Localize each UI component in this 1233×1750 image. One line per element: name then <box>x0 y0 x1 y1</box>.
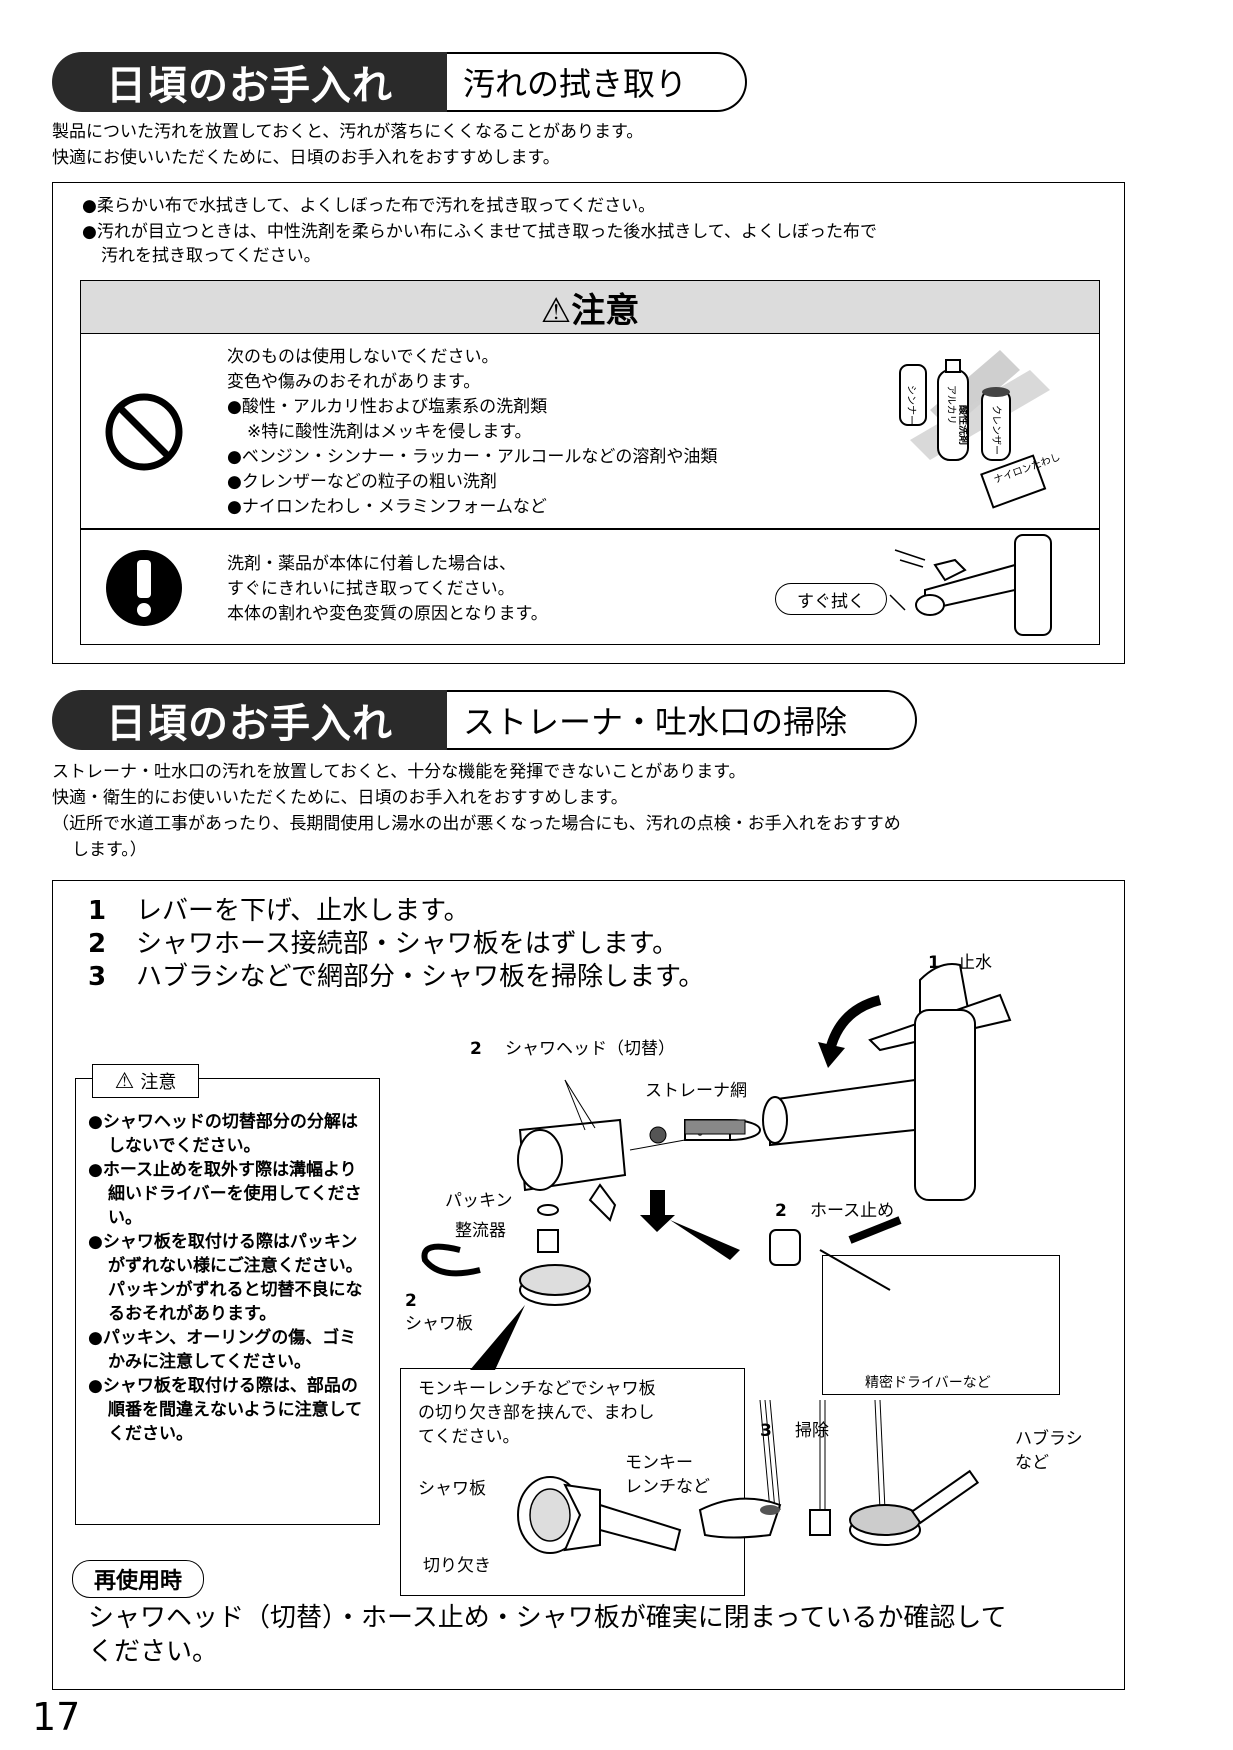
page-number: 17 <box>32 1695 81 1739</box>
label-head-num: 2 <box>470 1039 482 1059</box>
caution-item-5: ●シャワ板を取付ける際は、部品の順番を間違えないように注意してください。 <box>88 1376 363 1444</box>
label-hose-stopper-num: 2 <box>775 1201 787 1221</box>
bottle-label-cleanser: クレンザー <box>990 405 1002 455</box>
small-caution-box <box>75 1078 380 1525</box>
caution-item-3: ●シャワ板を取付ける際はパッキンがずれない様にご注意ください。パッキンがずれると… <box>88 1232 363 1324</box>
section1-title: 日頃のお手入れ <box>52 52 447 112</box>
label-hose-stopper: ホース止め <box>810 1201 895 1221</box>
section1-intro-line2: 快適にお使いいただくために、日頃のお手入れをおすすめします。 <box>52 148 560 168</box>
section1-bullet1: ●柔らかい布で水拭きして、よくしぼった布で汚れを拭き取ってください。 <box>82 196 656 216</box>
prohibit-line-6: ●クレンザーなどの粒子の粗い洗剤 <box>227 472 497 492</box>
caution-item-4: ●パッキン、オーリングの傷、ゴミかみに注意してください。 <box>88 1328 357 1372</box>
section2-intro-line4: します。） <box>72 840 147 860</box>
mandatory-exclamation-icon <box>106 550 182 626</box>
label-plate-num: 2 <box>405 1291 417 1311</box>
caution-item-2: ●ホース止めを取外す際は溝幅より細いドライバーを使用してください。 <box>88 1160 362 1228</box>
prohibit-line-4: ※特に酸性洗剤はメッキを侵します。 <box>247 422 532 442</box>
warning-triangle-icon: ⚠ <box>114 1068 135 1094</box>
wrench-text-3: てください。 <box>418 1427 520 1447</box>
prohibit-line-7: ●ナイロンたわし・メラミンフォームなど <box>227 497 547 517</box>
wipe-tag: すぐ拭く <box>775 583 887 615</box>
wrench-box <box>400 1368 745 1596</box>
wrench-illustration <box>517 1476 682 1554</box>
caution-heading: ⚠注意 <box>81 281 1099 334</box>
caution-table <box>80 280 1100 645</box>
mandatory-line-2: すぐにきれいに拭き取ってください。 <box>227 579 515 599</box>
step-1: 1 レバーを下げ、止水します。 <box>88 895 470 927</box>
label-brush-2: など <box>1015 1453 1049 1473</box>
section1-bullet2-cont: 汚れを拭き取ってください。 <box>101 246 321 266</box>
bottle-label-thinner: シンナー <box>905 385 917 425</box>
section2-title: 日頃のお手入れ <box>52 690 447 750</box>
prohibit-line-3: ●酸性・アルカリ性および塩素系の洗剤類 <box>227 397 548 417</box>
step-2: 2 シャワホース接続部・シャワ板をはずします。 <box>88 928 678 960</box>
small-caution-title: 注意 <box>140 1072 177 1093</box>
wrench-label-plate: シャワ板 <box>418 1479 486 1499</box>
step-1-text: レバーを下げ、止水します。 <box>136 896 470 926</box>
step-2-num: 2 <box>88 929 107 959</box>
mandatory-line-1: 洗剤・薬品が本体に付着した場合は、 <box>227 554 516 574</box>
small-caution-header: ⚠注意 <box>92 1064 199 1098</box>
faucet-wipe-illustration <box>889 534 1052 636</box>
bottle-label-acid: 酸性洗剤 <box>957 405 970 445</box>
small-caution-list: ●シャワヘッドの切替部分の分解はしないでください。 ●ホース止めを取外す際は溝幅… <box>88 1110 370 1446</box>
driver-detail-box <box>822 1255 1060 1395</box>
section2-subtitle: ストレーナ・吐水口の掃除 <box>447 690 917 750</box>
section1-bullet2: ●汚れが目立つときは、中性洗剤を柔らかい布にふくませて拭き取った後水拭きして、よ… <box>82 222 877 242</box>
label-plate: シャワ板 <box>405 1314 473 1334</box>
section2-intro-line2: 快適・衛生的にお使いいただくために、日頃のお手入れをおすすめします。 <box>52 788 628 808</box>
caution-row-divider <box>81 528 1099 530</box>
section2-intro-line3: （近所で水道工事があったり、長期間使用し湯水の出が悪くなった場合にも、汚れの点検… <box>52 814 901 834</box>
label-packing: パッキン <box>445 1191 513 1211</box>
step-2-text: シャワホース接続部・シャワ板をはずします。 <box>136 929 679 959</box>
wrench-text-2: の切り欠き部を挟んで、まわし <box>418 1403 655 1423</box>
detergent-bottles-illustration: シンナー アルカリ 酸性洗剤 クレンザー ナイロンたわし <box>899 350 1062 509</box>
section1-box <box>52 182 1125 664</box>
step-1-num: 1 <box>88 896 107 926</box>
section2-intro-line1: ストレーナ・吐水口の汚れを放置しておくと、十分な機能を発揮できないことがあります… <box>52 762 746 782</box>
label-driver: 精密ドライバーなど <box>865 1375 991 1391</box>
caution-item-1: ●シャワヘッドの切替部分の分解はしないでください。 <box>88 1112 358 1156</box>
step-3: 3 ハブラシなどで網部分・シャワ板を掃除します。 <box>88 961 704 993</box>
prohibit-line-2: 変色や傷みのおそれがあります。 <box>227 372 481 392</box>
prohibit-line-1: 次のものは使用しないでください。 <box>227 347 499 367</box>
label-head: シャワヘッド（切替） <box>505 1039 675 1059</box>
reuse-text-1: シャワヘッド（切替）・ホース止め・シャワ板が確実に閉まっているか確認して <box>88 1603 1007 1633</box>
section2-box <box>52 880 1125 1690</box>
label-stop-num: 1 <box>928 953 940 973</box>
label-rectifier: 整流器 <box>455 1221 506 1241</box>
strainer-disassembly-diagram <box>421 963 1012 1546</box>
label-clean-num: 3 <box>760 1421 772 1441</box>
wrench-label-wrench-2: レンチなど <box>625 1477 710 1497</box>
label-strainer: ストレーナ網 <box>645 1081 747 1101</box>
wrench-label-wrench-1: モンキー <box>625 1453 693 1473</box>
wrench-text-1: モンキーレンチなどでシャワ板 <box>418 1379 656 1399</box>
wrench-label-notch: 切り欠き <box>423 1556 491 1576</box>
reuse-tag: 再使用時 <box>72 1560 204 1598</box>
prohibition-icon <box>105 393 183 471</box>
step-3-text: ハブラシなどで網部分・シャワ板を掃除します。 <box>136 962 705 992</box>
mandatory-line-3: 本体の割れや変色変質の原因となります。 <box>227 604 548 624</box>
section1-intro-line1: 製品についた汚れを放置しておくと、汚れが落ちにくくなることがあります。 <box>52 122 644 142</box>
reuse-text-2: ください。 <box>88 1637 219 1667</box>
step-3-num: 3 <box>88 962 107 992</box>
section1-subtitle: 汚れの拭き取り <box>447 52 747 112</box>
prohibit-line-5: ●ベンジン・シンナー・ラッカー・アルコールなどの溶剤や油類 <box>227 447 718 467</box>
label-stop: 止水 <box>958 953 992 973</box>
label-brush: ハブラシ <box>1015 1429 1083 1449</box>
bottle-label-alkali: アルカリ <box>945 385 957 425</box>
